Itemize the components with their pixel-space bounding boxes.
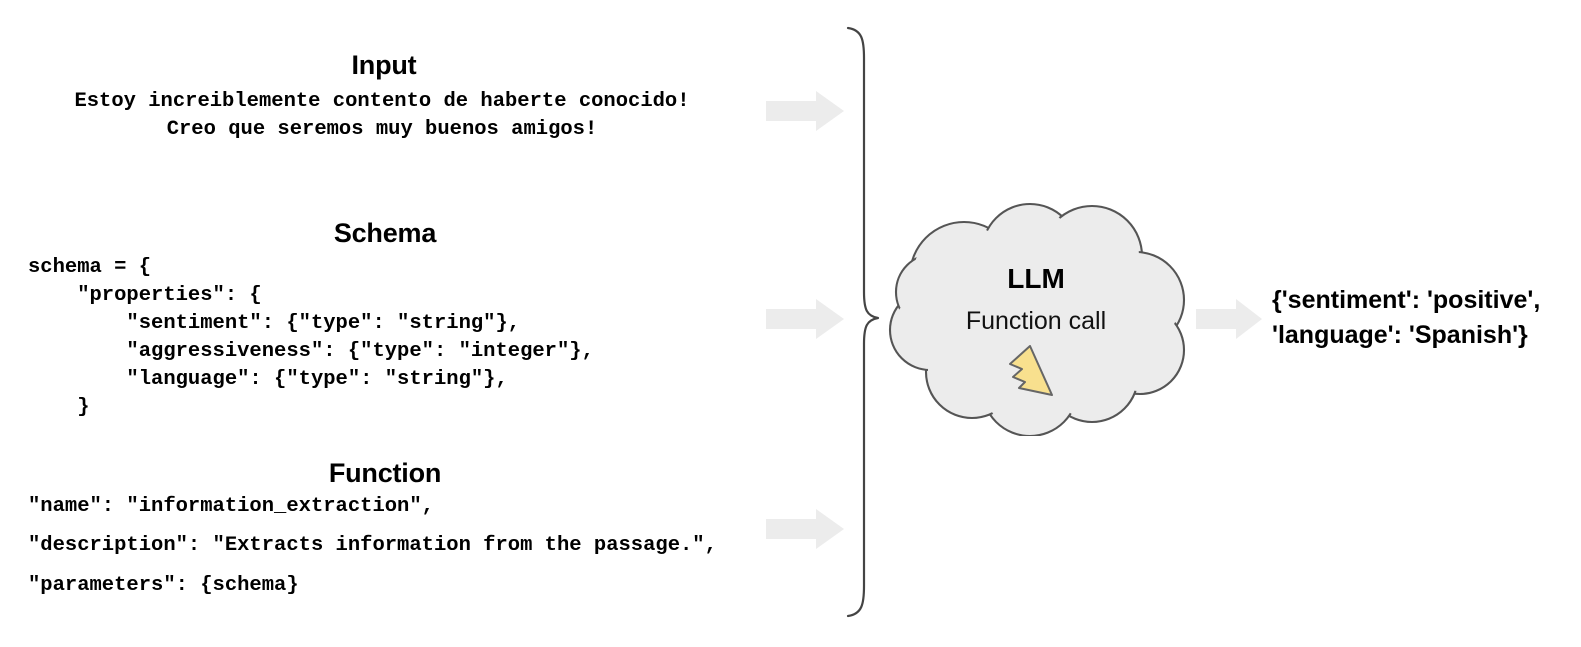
function-line-1: "name": "information_extraction", xyxy=(28,495,434,518)
llm-title: LLM xyxy=(1007,263,1065,294)
schema-arrow-icon xyxy=(766,299,844,339)
output-line-2: 'language': 'Spanish'} xyxy=(1272,321,1528,349)
grouping-brace xyxy=(836,24,880,620)
schema-line-2: "properties": { xyxy=(28,284,262,307)
output-arrow-icon xyxy=(1196,299,1262,339)
lightning-bolt-icon xyxy=(1008,345,1058,397)
function-heading: Function xyxy=(328,458,442,488)
schema-line-3: "sentiment": {"type": "string"}, xyxy=(28,312,521,335)
llm-subtitle: Function call xyxy=(965,307,1107,335)
input-line-2: Creo que seremos muy buenos amigos! xyxy=(166,118,598,141)
input-arrow-icon xyxy=(766,91,844,131)
schema-line-4: "aggressiveness": {"type": "integer"}, xyxy=(28,340,594,363)
schema-heading: Schema xyxy=(333,218,437,248)
schema-line-1: schema = { xyxy=(28,256,152,279)
output-line-1: {'sentiment': 'positive', xyxy=(1272,286,1541,314)
schema-line-6: } xyxy=(28,396,90,419)
input-heading: Input xyxy=(351,50,417,80)
function-arrow-icon xyxy=(766,509,844,549)
input-line-1: Estoy increiblemente contento de haberte… xyxy=(74,90,690,113)
schema-line-5: "language": {"type": "string"}, xyxy=(28,368,508,391)
function-line-2: "description": "Extracts information fro… xyxy=(28,534,717,557)
function-line-3: "parameters": {schema} xyxy=(28,574,299,597)
